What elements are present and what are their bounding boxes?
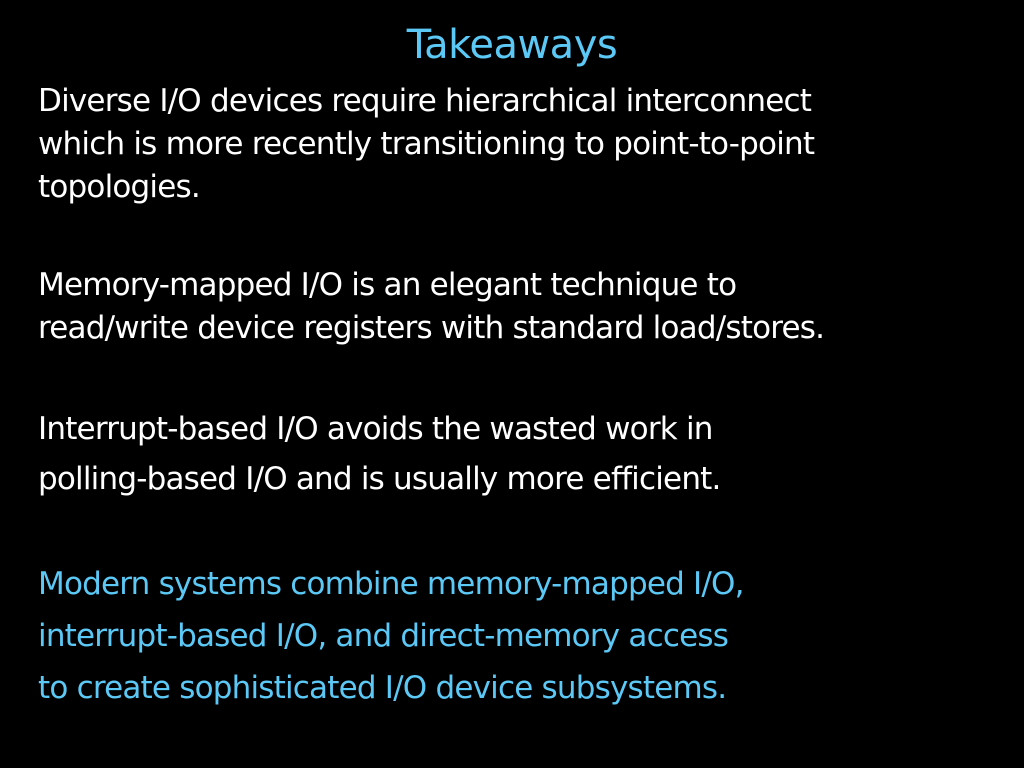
text-line: Modern systems combine memory-mapped I/O… [38,566,744,602]
text-line: polling-based I/O and is usually more ef… [38,461,721,497]
takeaway-interrupt-io: Interrupt-based I/O avoids the wasted wo… [38,404,721,504]
takeaway-modern-systems-highlight: Modern systems combine memory-mapped I/O… [38,558,744,714]
text-line: interrupt-based I/O, and direct-memory a… [38,618,729,654]
takeaway-memory-mapped-io: Memory-mapped I/O is an elegant techniqu… [38,264,825,350]
text-line: Memory-mapped I/O is an elegant techniqu… [38,267,737,303]
text-line: to create sophisticated I/O device subsy… [38,670,727,706]
text-line: read/write device registers with standar… [38,310,825,346]
takeaway-interconnect: Diverse I/O devices require hierarchical… [38,80,815,209]
slide-title: Takeaways [406,22,618,68]
text-line: which is more recently transitioning to … [38,126,815,162]
text-line: Diverse I/O devices require hierarchical… [38,83,812,119]
text-line: topologies. [38,169,201,205]
text-line: Interrupt-based I/O avoids the wasted wo… [38,411,713,447]
